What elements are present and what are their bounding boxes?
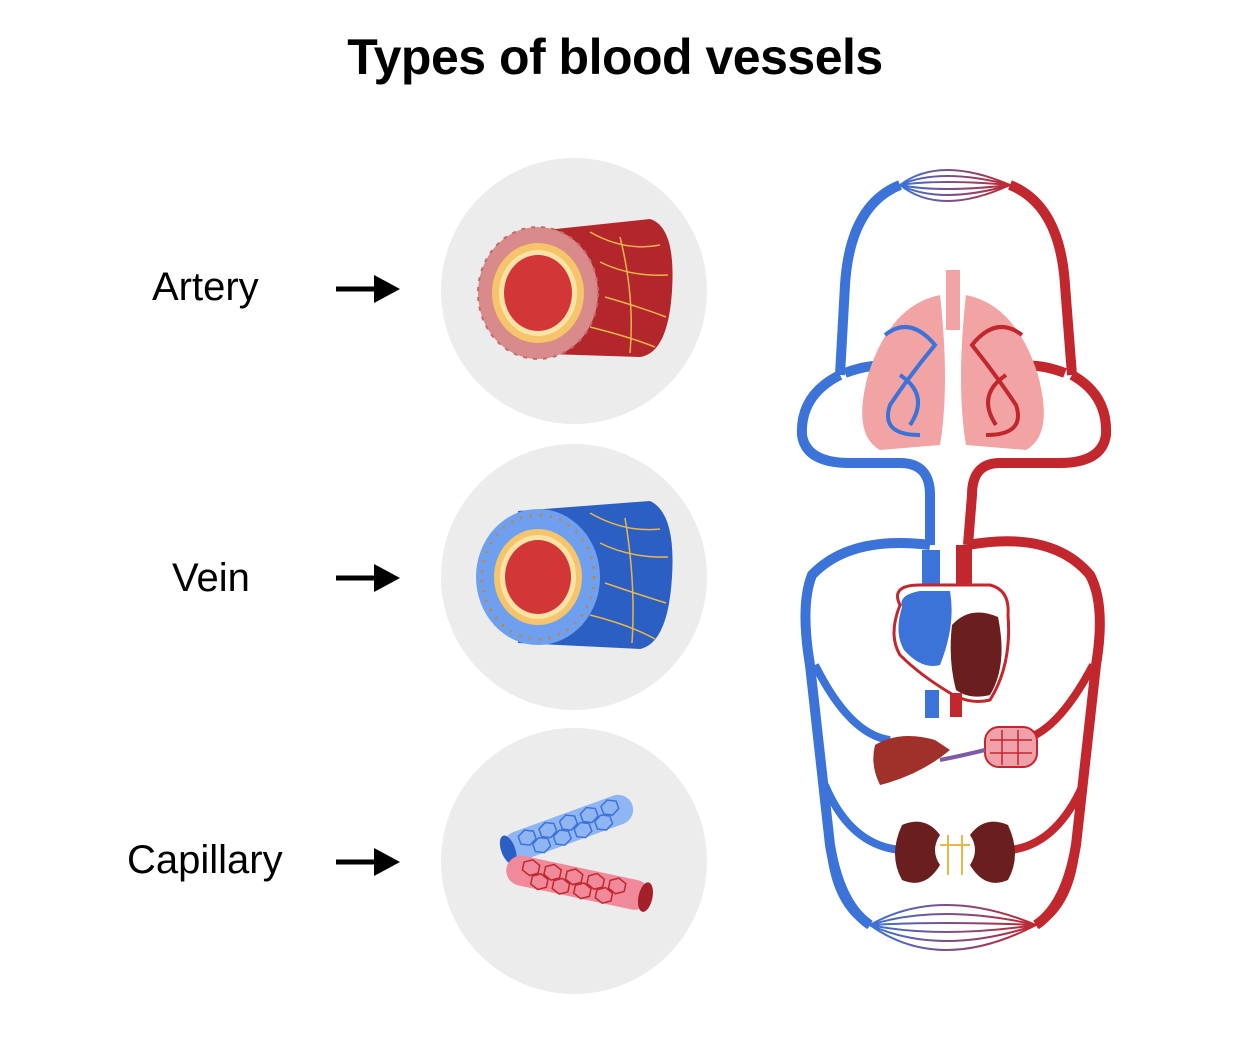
artery-upper — [1007, 180, 1077, 376]
arrow-right-icon — [336, 564, 400, 592]
capillary-illustration — [441, 728, 707, 994]
vein-illustration — [441, 444, 707, 710]
heart-icon — [892, 545, 1011, 718]
vein-pulmonary-left — [796, 370, 935, 545]
label-artery: Artery — [152, 265, 259, 309]
arrow-right-icon — [336, 848, 400, 876]
label-vein: Vein — [172, 556, 250, 600]
artery-pulmonary-right — [963, 370, 1112, 546]
artery-illustration — [441, 158, 707, 424]
lower-capillary-bed — [869, 904, 1037, 951]
page-title: Types of blood vessels — [347, 29, 883, 85]
upper-capillary-bed — [899, 169, 1011, 202]
vein-upper — [835, 180, 903, 376]
intestine-icon — [984, 726, 1038, 768]
circulatory-system-diagram — [796, 169, 1112, 951]
kidneys-icon — [895, 821, 1015, 883]
lungs-icon — [862, 270, 1044, 450]
arrow-right-icon — [336, 275, 400, 303]
liver-icon — [873, 736, 950, 785]
label-capillary: Capillary — [127, 838, 283, 882]
